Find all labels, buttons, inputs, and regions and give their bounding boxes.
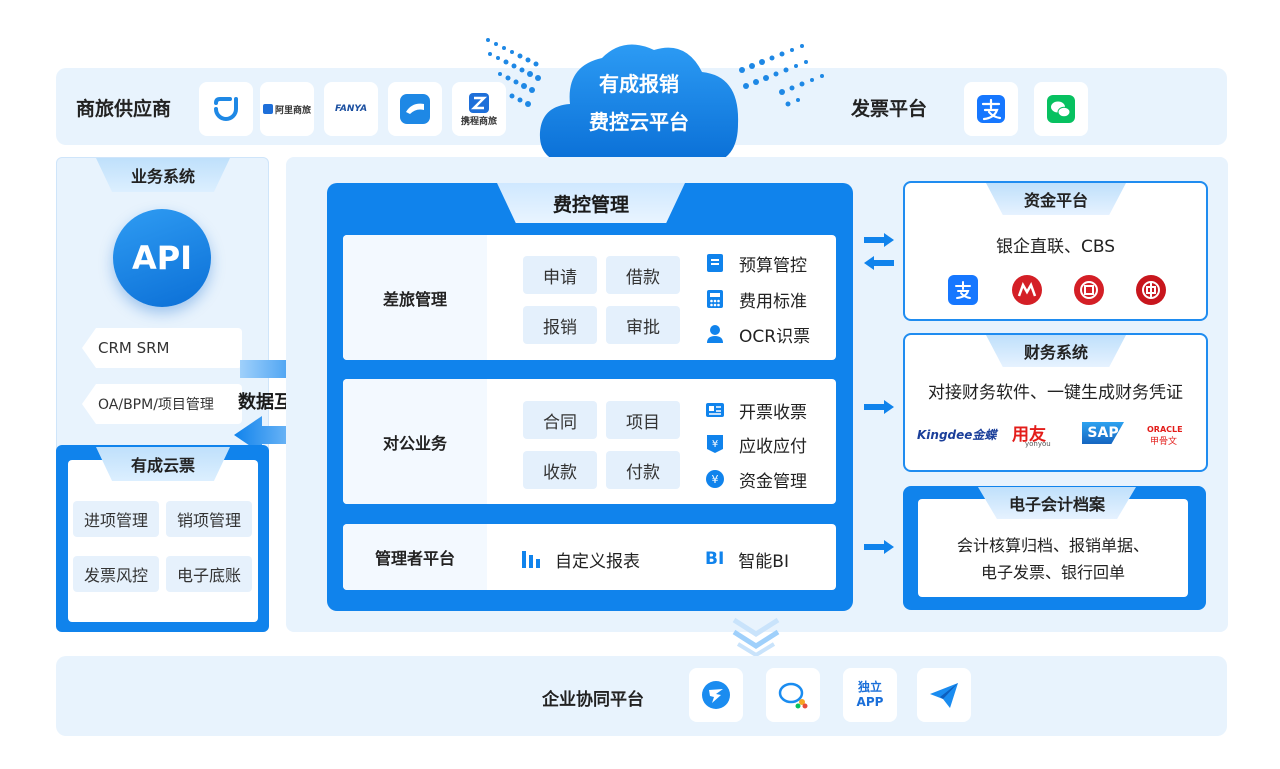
budget-control-item[interactable]: 预算管控 xyxy=(705,250,807,276)
receivable-payable-item[interactable]: ¥ 应收应付 xyxy=(705,431,807,457)
travel-management-label: 差旅管理 xyxy=(343,235,487,360)
id-card-icon xyxy=(705,400,725,420)
e-archive-line2: 电子发票、银行回单 xyxy=(980,563,1125,582)
paper-plane-icon xyxy=(930,683,958,708)
payment-button[interactable]: 付款 xyxy=(606,451,680,489)
finance-system-title: 财务系统 xyxy=(986,335,1126,367)
expense-standard-item[interactable]: 费用标准 xyxy=(705,286,807,312)
fanya-tile[interactable]: FANYA xyxy=(324,82,378,136)
clipboard-icon xyxy=(705,253,725,273)
project-button[interactable]: 项目 xyxy=(606,401,680,439)
boc-bank-icon xyxy=(1136,275,1166,305)
wechat-tile[interactable] xyxy=(1034,82,1088,136)
invoice-platform-label: 发票平台 xyxy=(851,98,928,120)
finance-system-text: 对接财务软件、一键生成财务凭证 xyxy=(928,383,1183,403)
alipay-icon xyxy=(977,95,1005,123)
bar-chart-icon xyxy=(521,549,541,569)
alibaba-travel-tile[interactable]: 阿里商旅 xyxy=(260,82,314,136)
e-archive-title: 电子会计档案 xyxy=(978,487,1136,519)
fund-management-item[interactable]: ¥ 资金管理 xyxy=(705,466,807,492)
ocr-ticket-item[interactable]: OCR识票 xyxy=(705,321,810,347)
cmb-bank-icon xyxy=(1012,275,1042,305)
invoice-risk-chip[interactable]: 发票风控 xyxy=(73,556,159,592)
receipt-button[interactable]: 收款 xyxy=(523,451,597,489)
standalone-app-line2: APP xyxy=(856,695,884,709)
wecom-icon xyxy=(778,682,808,709)
train-ticket-tile[interactable] xyxy=(388,82,442,136)
sap-logo: SAP xyxy=(1082,422,1124,444)
alipay-tile[interactable] xyxy=(964,82,1018,136)
collab-band xyxy=(56,656,1227,736)
travel-management-row: 差旅管理 xyxy=(343,235,836,360)
alipay-bank-icon xyxy=(948,275,978,305)
oracle-logo: ORACLE xyxy=(1147,425,1183,434)
invoice-issue-receive-item[interactable]: 开票收票 xyxy=(705,397,807,423)
cloud-title-line2: 费控云平台 xyxy=(589,110,689,134)
apply-button[interactable]: 申请 xyxy=(523,256,597,294)
wechat-icon xyxy=(1047,95,1075,123)
arrow-to-fund-icon xyxy=(864,233,894,247)
input-management-chip[interactable]: 进项管理 xyxy=(73,501,159,537)
reimburse-button[interactable]: 报销 xyxy=(523,306,597,344)
loan-button[interactable]: 借款 xyxy=(606,256,680,294)
supplier-label: 商旅供应商 xyxy=(76,98,172,120)
didi-tile[interactable] xyxy=(199,82,253,136)
cloud-ticket-inner xyxy=(68,460,258,622)
train-ticket-icon xyxy=(400,94,430,124)
chevron-down-icon xyxy=(732,617,780,656)
wecom-tile[interactable] xyxy=(766,668,820,722)
arrow-left-icon xyxy=(234,416,320,454)
approve-button[interactable]: 审批 xyxy=(606,306,680,344)
bi-icon: BI xyxy=(705,549,725,569)
fund-platform-title: 资金平台 xyxy=(986,183,1126,215)
kingdee-logo: Kingdee金蝶 xyxy=(917,428,997,442)
ctrip-business-icon xyxy=(469,92,489,113)
yuan-doc-icon: ¥ xyxy=(705,434,725,454)
svg-text:¥: ¥ xyxy=(712,473,719,486)
custom-report-item[interactable]: 自定义报表 xyxy=(521,546,640,572)
cloud-shape xyxy=(539,44,739,164)
arrow-to-finance-icon xyxy=(864,400,894,414)
dingtalk-icon xyxy=(702,681,730,709)
icbc-bank-icon xyxy=(1074,275,1104,305)
collab-platform-label: 企业协同平台 xyxy=(542,690,644,710)
arrow-to-archive-icon xyxy=(864,540,894,554)
yonyou-subtext: yonyou xyxy=(1025,440,1051,448)
dingtalk-tile[interactable] xyxy=(689,668,743,722)
feishu-tile[interactable] xyxy=(917,668,971,722)
standalone-app-line1: 独立 xyxy=(857,680,882,694)
dots-decoration-left xyxy=(486,38,541,107)
standalone-app-tile[interactable]: 独立 APP xyxy=(843,668,897,722)
person-icon xyxy=(705,324,725,344)
business-systems-title: 业务系统 xyxy=(96,158,230,192)
e-archive-line1: 会计核算归档、报销单据、 xyxy=(956,536,1149,555)
corporate-business-label: 对公业务 xyxy=(343,379,487,504)
calculator-icon xyxy=(705,289,725,309)
expense-control-title: 费控管理 xyxy=(497,183,685,223)
e-ledger-chip[interactable]: 电子底账 xyxy=(166,556,252,592)
manager-platform-row: 管理者平台 xyxy=(343,524,836,590)
crm-srm-pill[interactable]: CRM SRM xyxy=(82,328,242,368)
yonyou-logo: 用友 xyxy=(1012,425,1046,445)
cloud-title-line1: 有成报销 xyxy=(599,72,679,96)
oracle-subtext: 甲骨文 xyxy=(1150,437,1178,447)
arrow-from-fund-icon xyxy=(864,256,894,270)
output-management-chip[interactable]: 销项管理 xyxy=(166,501,252,537)
dots-decoration-right xyxy=(739,44,824,107)
cloud-ticket-title: 有成云票 xyxy=(96,447,230,481)
api-badge: API xyxy=(113,209,211,307)
fund-platform-text: 银企直联、CBS xyxy=(995,237,1116,257)
smart-bi-item[interactable]: BI 智能BI xyxy=(705,549,789,572)
ctrip-business-tile[interactable]: 携程商旅 xyxy=(452,82,506,136)
platform-cloud: 有成报销 费控云平台 xyxy=(536,36,742,166)
fanya-icon: FANYA xyxy=(334,104,368,114)
yuan-coin-icon: ¥ xyxy=(705,469,725,489)
didi-icon xyxy=(214,97,238,121)
svg-text:¥: ¥ xyxy=(712,439,718,450)
alibaba-travel-icon: 阿里商旅 xyxy=(262,103,311,116)
oa-bpm-pill[interactable]: OA/BPM/项目管理 xyxy=(82,384,242,424)
contract-button[interactable]: 合同 xyxy=(523,401,597,439)
manager-platform-label: 管理者平台 xyxy=(343,524,487,590)
